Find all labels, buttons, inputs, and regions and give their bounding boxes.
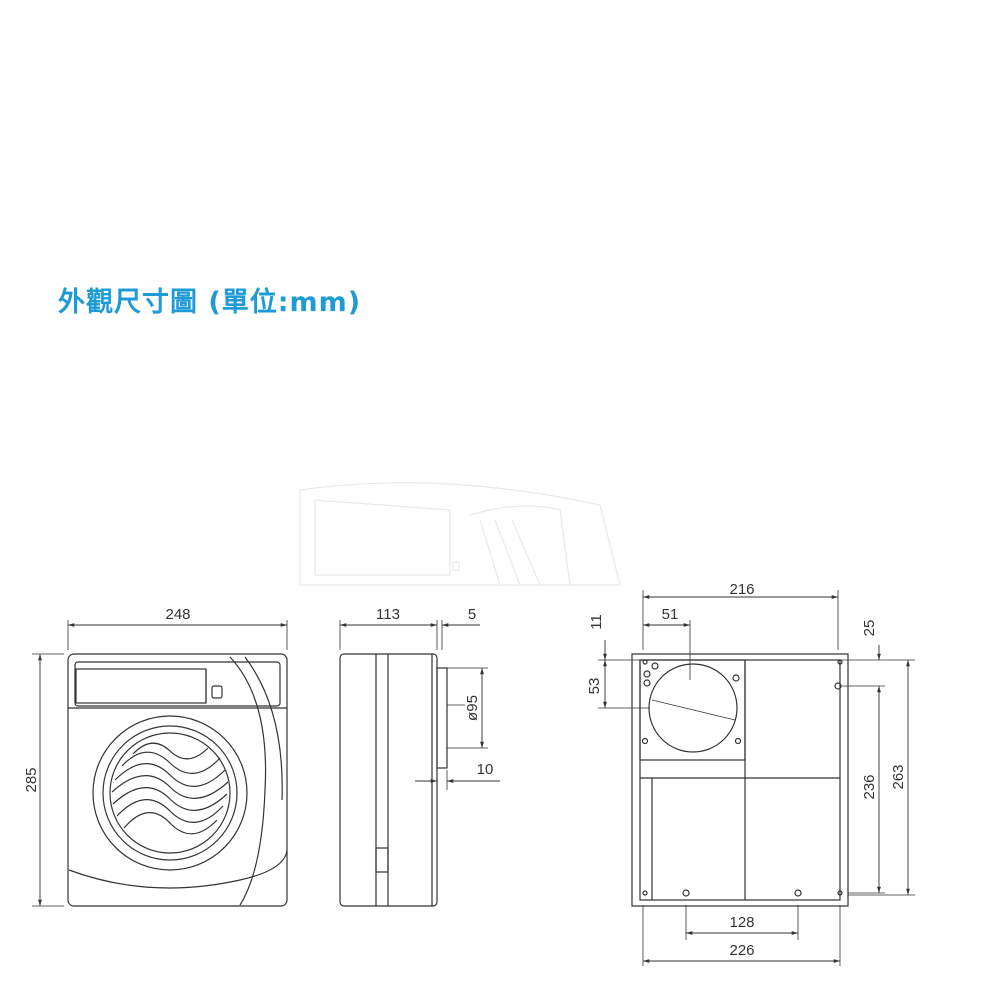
duct-depth-label: 10 xyxy=(477,761,494,778)
front-view xyxy=(32,620,288,907)
back-top-width-label: 216 xyxy=(729,581,754,598)
front-height-label: 285 xyxy=(23,767,40,792)
back-outer-height-label: 263 xyxy=(890,764,907,789)
front-width-label: 248 xyxy=(165,606,190,623)
duct-diameter-label: ø95 xyxy=(464,695,481,721)
back-right-top-label: 25 xyxy=(861,620,878,637)
side-view xyxy=(339,620,500,907)
side-depth-label: 113 xyxy=(376,606,400,623)
back-view xyxy=(598,590,915,966)
top-mask xyxy=(620,570,880,588)
back-inner-height-label: 236 xyxy=(861,774,878,799)
back-offset-label: 51 xyxy=(662,606,679,623)
back-hole-spacing-label: 128 xyxy=(729,914,754,931)
back-top-gap-label: 11 xyxy=(588,614,605,630)
page-title: 外觀尺寸圖 (單位:mm) xyxy=(58,287,362,318)
back-duct-center-label: 53 xyxy=(586,678,603,695)
back-bottom-width-label: 226 xyxy=(729,942,754,959)
side-flange-label: 5 xyxy=(468,606,476,623)
product-photo-faded xyxy=(299,482,621,586)
